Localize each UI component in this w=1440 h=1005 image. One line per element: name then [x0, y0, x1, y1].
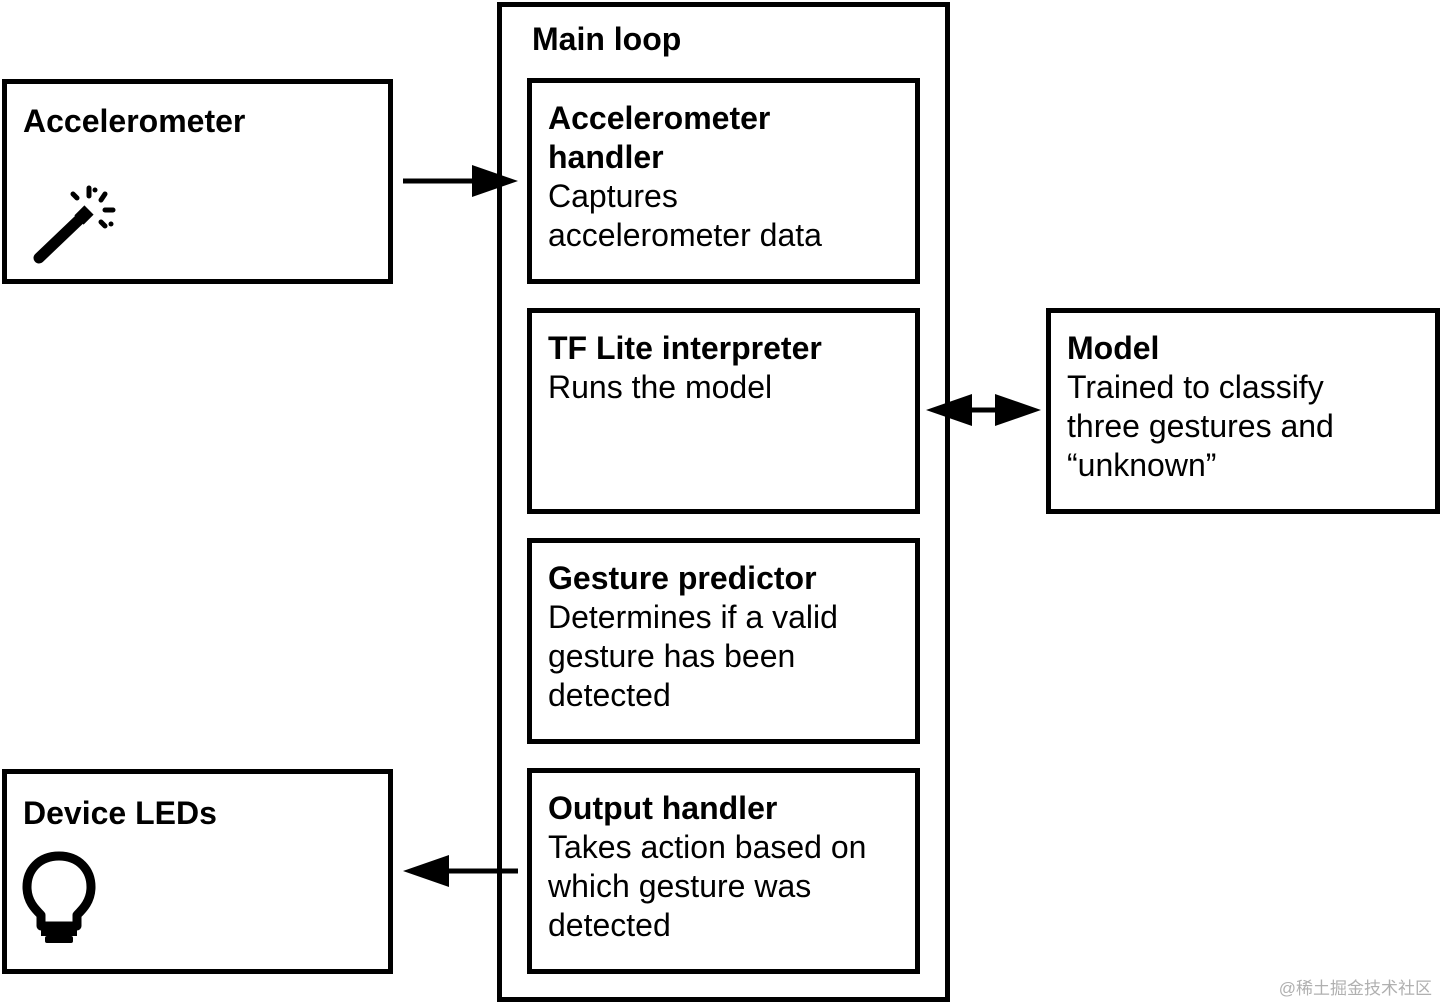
accelerometer-handler-description: Captures accelerometer data	[548, 178, 822, 253]
accelerometer-handler-box: Accelerometer handler Captures accelerom…	[527, 78, 920, 284]
main-loop-title: Main loop	[532, 21, 682, 57]
model-title: Model	[1067, 330, 1160, 366]
model-description: Trained to classify three gestures and “…	[1067, 369, 1334, 483]
gesture-predictor-box: Gesture predictor Determines if a valid …	[527, 538, 920, 744]
output-handler-box: Output handler Takes action based on whi…	[527, 768, 920, 974]
watermark: @稀土掘金技术社区	[1278, 979, 1432, 998]
model-box: Model Trained to classify three gestures…	[1046, 308, 1440, 514]
gesture-predictor-description: Determines if a valid gesture has been d…	[548, 599, 838, 713]
lightbulb-icon	[21, 850, 97, 951]
magic-wand-icon	[31, 184, 121, 271]
accelerometer-title: Accelerometer	[23, 103, 246, 139]
tflite-interpreter-box: TF Lite interpreter Runs the model	[527, 308, 920, 514]
device-leds-box: Device LEDs	[2, 769, 393, 974]
tflite-interpreter-description: Runs the model	[548, 369, 773, 405]
output-handler-title: Output handler	[548, 790, 778, 826]
gesture-predictor-title: Gesture predictor	[548, 560, 817, 596]
tflite-interpreter-title: TF Lite interpreter	[548, 330, 822, 366]
device-leds-title: Device LEDs	[23, 795, 217, 831]
output-handler-description: Takes action based on which gesture was …	[548, 829, 867, 943]
accelerometer-box: Accelerometer	[2, 79, 393, 284]
accelerometer-handler-title: Accelerometer handler	[548, 100, 771, 175]
